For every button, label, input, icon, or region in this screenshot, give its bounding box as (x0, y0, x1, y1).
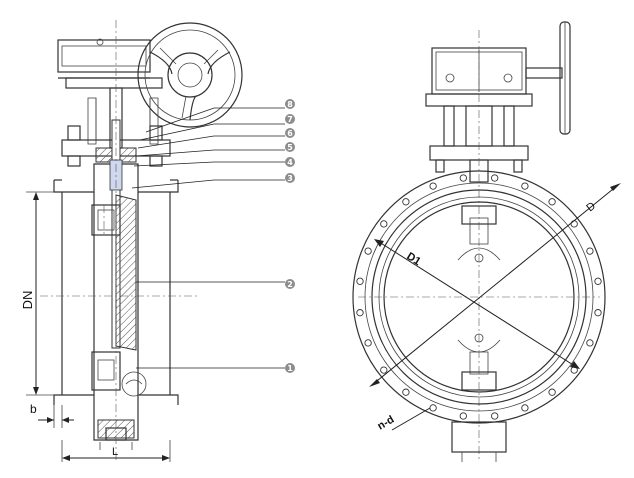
bolt-hole (402, 388, 410, 396)
bolt-hole (491, 412, 499, 420)
bolt-hole (521, 404, 529, 412)
handwheel-side (137, 22, 243, 128)
bolt-hole (429, 404, 437, 412)
callout-3: 3 (285, 173, 295, 183)
svg-text:6: 6 (287, 129, 293, 138)
svg-text:4: 4 (287, 158, 293, 167)
l-dimension (61, 440, 171, 462)
b-dimension (38, 405, 74, 428)
callout-1: 1 (285, 363, 295, 373)
callout-6: 6 (285, 128, 295, 138)
bolt-hole (459, 412, 467, 420)
b-label: b (30, 402, 37, 416)
dn-dimension (26, 191, 54, 396)
bolt-hole (380, 220, 388, 228)
bolt-hole (356, 277, 364, 285)
bolt-hole (548, 388, 556, 396)
bolt-hole (364, 339, 372, 347)
callout-8: 8 (285, 99, 295, 109)
front-view: D D1 n-d (352, 21, 621, 462)
bolt-hole (548, 198, 556, 206)
svg-text:3: 3 (287, 174, 293, 183)
d-label: D (584, 200, 598, 214)
seal-detail-circle (121, 371, 147, 397)
bolt-hole (364, 247, 372, 255)
d1-label: D1 (404, 250, 422, 268)
bolt-hole (594, 309, 602, 317)
svg-text:7: 7 (287, 115, 293, 124)
callout-4: 4 (285, 157, 295, 167)
bolt-holes (356, 174, 602, 420)
bolt-hole (594, 277, 602, 285)
svg-text:5: 5 (287, 143, 293, 152)
bolt-hole (521, 182, 529, 190)
l-label: L (112, 446, 118, 458)
bolt-hole (429, 182, 437, 190)
bolt-hole (491, 174, 499, 182)
disc-front (457, 205, 501, 391)
callout-2: 2 (285, 279, 295, 289)
bolt-hole (586, 247, 594, 255)
bolt-hole (586, 339, 594, 347)
svg-text:2: 2 (287, 280, 293, 289)
bolt-hole (380, 366, 388, 374)
bolt-hole (356, 309, 364, 317)
gearbox-side (57, 38, 163, 89)
bottom-hub (451, 421, 507, 462)
flange-front (352, 170, 606, 424)
svg-text:8: 8 (287, 100, 293, 109)
disc-section (91, 194, 137, 391)
dn-label: DN (20, 291, 35, 310)
handwheel-front (525, 21, 571, 135)
section-view: DN b L (20, 20, 285, 462)
bolt-hole (570, 220, 578, 228)
callout-leaders (131, 107, 285, 369)
bolt-hole (402, 198, 410, 206)
callout-5: 5 (285, 142, 295, 152)
svg-text:1: 1 (287, 364, 293, 373)
diameter-lines (369, 183, 621, 431)
bolt-hole (459, 174, 467, 182)
callout-7: 7 (285, 114, 295, 124)
